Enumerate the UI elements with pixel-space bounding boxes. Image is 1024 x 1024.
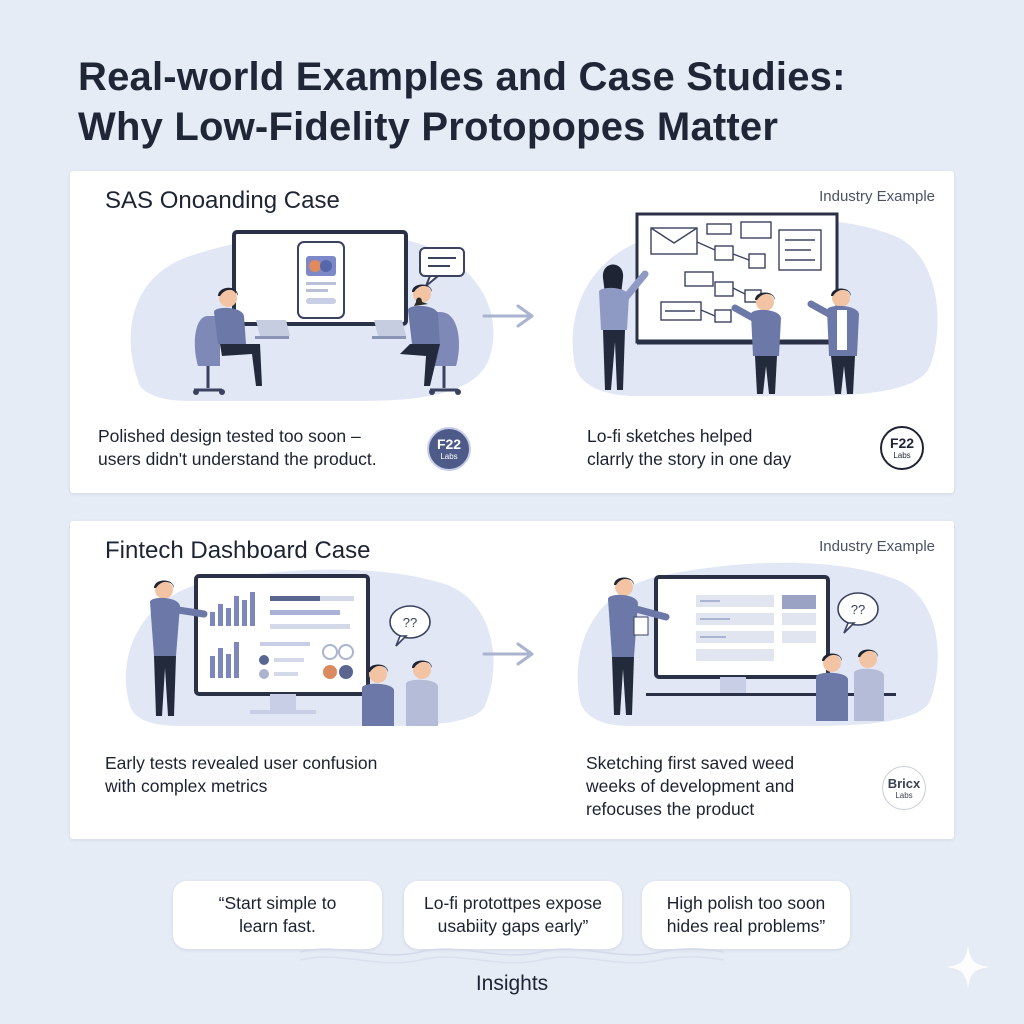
insight-line: usabiity gaps early” [437, 916, 589, 936]
case-title: Fintech Dashboard Case [105, 537, 371, 564]
caption-line: Sketching first saved weed [586, 753, 795, 773]
case-right-caption: Lo-fi sketches helped clarrly the story … [587, 425, 791, 471]
sparkle-icon [946, 945, 990, 989]
lofi-sketching-illustration [572, 212, 938, 396]
caption-line: Polished design tested too soon – [98, 426, 361, 446]
logo-text: Bricx [887, 775, 921, 791]
wireframe-review-illustration: ?? [577, 562, 938, 726]
caption-line: weeks of development and [586, 776, 795, 796]
insight-pill: Lo-fi protottpes expose usabiity gaps ea… [404, 881, 622, 949]
logo-subtext: Labs [440, 452, 458, 461]
page-title-line-2: Why Low-Fidelity Protopopes Matter [78, 105, 779, 149]
dashboard-confusion-illustration: ?? [125, 569, 494, 726]
caption-line: with complex metrics [105, 776, 268, 796]
f22-labs-logo: F22 Labs [880, 426, 924, 470]
caption-line: refocuses the product [586, 799, 755, 819]
insight-line: hides real problems” [666, 916, 826, 936]
question-bubble-text: ?? [851, 602, 865, 617]
insight-line: learn fast. [239, 916, 316, 936]
page-title: Real-world Examples and Case Studies: Wh… [78, 52, 978, 152]
wave-decoration-icon [300, 948, 724, 964]
industry-example-tag: Industry Example [819, 538, 935, 555]
logo-subtext: Labs [895, 790, 913, 800]
arrow-right-icon [482, 642, 534, 666]
f22-labs-logo: F22 Labs [427, 427, 471, 471]
industry-example-tag: Industry Example [819, 188, 935, 205]
insight-line: High polish too soon [666, 893, 826, 913]
insight-line: “Start simple to [218, 893, 337, 913]
caption-line: Lo-fi sketches helped [587, 426, 753, 446]
arrow-right-icon [482, 304, 534, 328]
insights-label: Insights [475, 972, 549, 995]
insight-pill: “Start simple to learn fast. [173, 881, 382, 949]
confused-bubble-text: ?? [403, 615, 417, 630]
logo-text: F22 [889, 435, 915, 451]
logo-subtext: Labs [893, 451, 911, 460]
bricx-labs-logo: Bricx Labs [882, 766, 926, 810]
insight-pill: High polish too soon hides real problems… [642, 881, 850, 949]
page-title-line-1: Real-world Examples and Case Studies: [78, 55, 846, 99]
caption-line: users didn't understand the product. [98, 449, 377, 469]
case-card-saas: SAS Onoanding Case Industry Example [70, 171, 954, 493]
logo-text: F22 [436, 436, 462, 452]
case-left-caption: Early tests revealed user confusion with… [105, 752, 377, 798]
case-title: SAS Onoanding Case [105, 187, 340, 214]
caption-line: Early tests revealed user confusion [105, 753, 378, 773]
caption-line: clarrly the story in one day [587, 449, 792, 469]
case-card-fintech: Fintech Dashboard Case Industry Example [70, 521, 954, 839]
insight-line: Lo-fi protottpes expose [423, 893, 603, 913]
case-right-caption: Sketching first saved weed weeks of deve… [586, 752, 794, 821]
saas-testing-illustration [130, 230, 494, 401]
case-left-caption: Polished design tested too soon – users … [98, 425, 377, 471]
